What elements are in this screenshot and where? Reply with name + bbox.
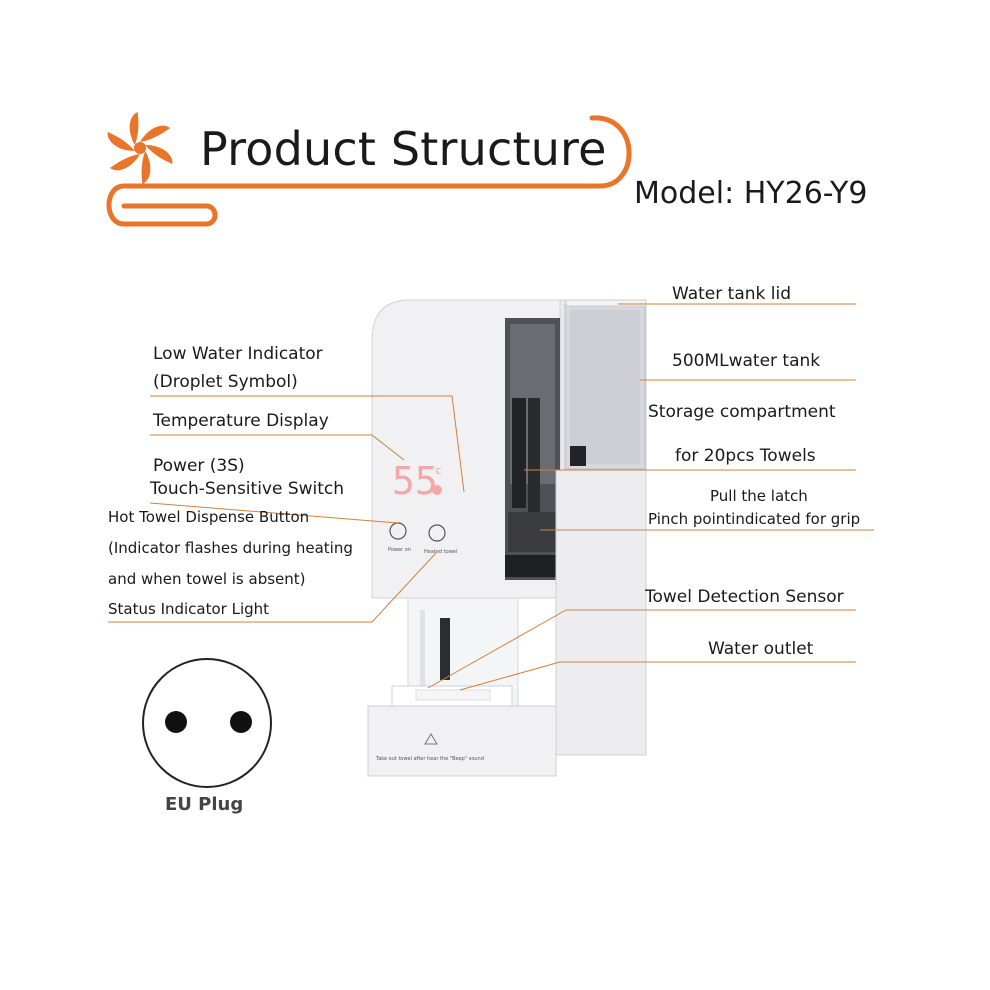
warning-caption: Take out towel after hear the "Beep" sou… [375,756,484,762]
eu-plug-icon [142,658,272,788]
label-latch-line1: Pull the latch [710,487,808,505]
label-power-line2: Touch-Sensitive Switch [150,479,345,499]
header-underline [106,115,632,227]
model-number: Model: HY26-Y9 [634,176,868,211]
towel-warmer-device: 55 °c Power on Heated towel Take out tow… [367,299,647,777]
label-latch-line2: Pinch pointindicated for grip [648,510,861,528]
label-status-light: Status Indicator Light [108,600,270,618]
page-title: Product Structure [200,122,607,176]
label-water-tank: 500MLwater tank [672,351,821,371]
temperature-readout: 55 [392,459,438,503]
label-water-outlet: Water outlet [708,639,814,659]
label-hot-towel-line3: and when towel is absent) [108,570,306,588]
label-power-line1: Power (3S) [153,456,245,476]
label-low-water-line1: Low Water Indicator [153,344,323,364]
towel-button-icon [428,524,446,542]
label-low-water-line2: (Droplet Symbol) [153,372,298,392]
label-hot-towel-line2: (Indicator flashes during heating [108,539,353,557]
towel-button-caption: Heated towel [424,549,457,555]
label-water-tank-lid: Water tank lid [672,284,791,304]
label-hot-towel-line1: Hot Towel Dispense Button [108,508,310,526]
label-temp-display: Temperature Display [153,411,329,431]
brand-logo-icon [107,112,173,184]
leader-lines [108,303,874,691]
label-towel-sensor: Towel Detection Sensor [645,587,844,607]
label-storage-line2: for 20pcs Towels [675,446,816,466]
label-storage-line1: Storage compartment [648,402,836,422]
label-eu-plug: EU Plug [165,794,244,815]
droplet-icon [432,485,442,495]
power-button-caption: Power on [388,547,411,553]
temperature-unit: °c [430,464,442,477]
